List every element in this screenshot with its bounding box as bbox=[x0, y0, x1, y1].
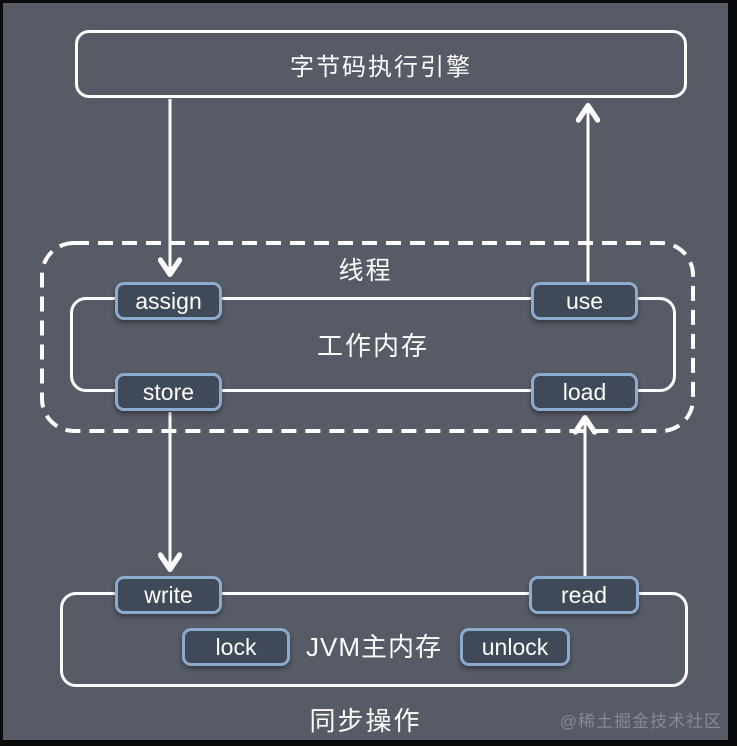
node-read-label: read bbox=[560, 581, 608, 608]
node-lock-label: lock bbox=[215, 633, 257, 660]
thread-dashed-boundary bbox=[40, 241, 695, 433]
sync-operations-caption: 同步操作 bbox=[309, 706, 422, 736]
node-read: read bbox=[529, 576, 639, 614]
main-memory-label: JVM主内存 bbox=[305, 632, 442, 662]
node-lock: lock bbox=[182, 628, 290, 666]
connectors-layer bbox=[40, 99, 695, 576]
node-use-label: use bbox=[565, 287, 604, 314]
node-write-label: write bbox=[144, 581, 193, 608]
bytecode-engine-label: 字节码执行引擎 bbox=[290, 53, 472, 81]
bytecode-engine-box: 字节码执行引擎 bbox=[75, 30, 687, 98]
watermark-text: @稀土掘金技术社区 bbox=[559, 712, 722, 731]
working-memory-label: 工作内存 bbox=[316, 331, 429, 361]
node-store-label: store bbox=[142, 378, 195, 405]
node-write: write bbox=[115, 576, 222, 614]
node-assign: assign bbox=[115, 282, 222, 320]
node-load: load bbox=[531, 373, 638, 411]
node-unlock: unlock bbox=[460, 628, 570, 666]
node-load-label: load bbox=[562, 378, 607, 405]
node-assign-label: assign bbox=[135, 287, 202, 314]
node-use: use bbox=[531, 282, 638, 320]
thread-label: 线程 bbox=[338, 257, 393, 285]
node-store: store bbox=[115, 373, 222, 411]
main-memory-box: JVM主内存 bbox=[60, 592, 688, 687]
node-unlock-label: unlock bbox=[481, 633, 549, 660]
working-memory-box: 工作内存 bbox=[70, 297, 676, 392]
